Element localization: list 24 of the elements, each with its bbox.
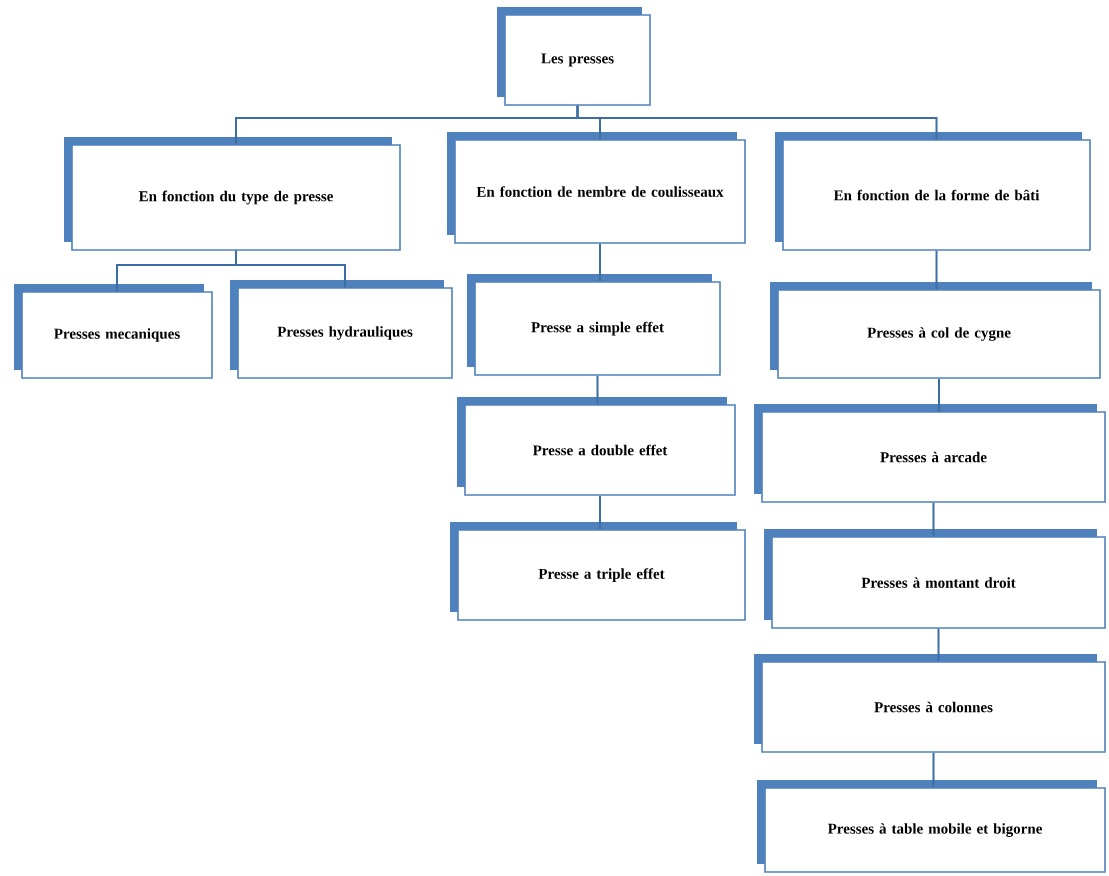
connector-line <box>235 249 346 289</box>
process-box: En fonction de la forme de bâti <box>775 132 1091 251</box>
connector-line <box>576 104 938 141</box>
process-box: En fonction du type de presse <box>64 137 401 251</box>
connector-line <box>596 374 599 406</box>
connector-line <box>599 494 601 531</box>
process-box: Presses à table mobile et bigorne <box>757 780 1106 873</box>
process-box: Presse a double effet <box>457 397 736 496</box>
process-box: Presse a simple effet <box>467 274 721 376</box>
connector-line <box>599 242 601 283</box>
process-box: Presses mecaniques <box>14 284 213 379</box>
connector-line <box>938 377 940 413</box>
process-box: En fonction de nembre de coulisseaux <box>447 132 746 244</box>
connector-line <box>932 501 935 538</box>
connector-line <box>937 627 940 663</box>
process-box: Presses à colonnes <box>754 654 1106 753</box>
process-box: Presses à col de cygne <box>770 282 1101 379</box>
connector-line <box>935 249 938 291</box>
process-box: Les presses <box>497 7 651 106</box>
process-box: Presses à montant droit <box>764 529 1106 629</box>
process-box: Presse a triple effet <box>450 522 746 621</box>
process-box: Presses hydrauliques <box>230 280 453 379</box>
connector-line <box>932 751 935 789</box>
process-box: Presses à arcade <box>754 404 1106 503</box>
